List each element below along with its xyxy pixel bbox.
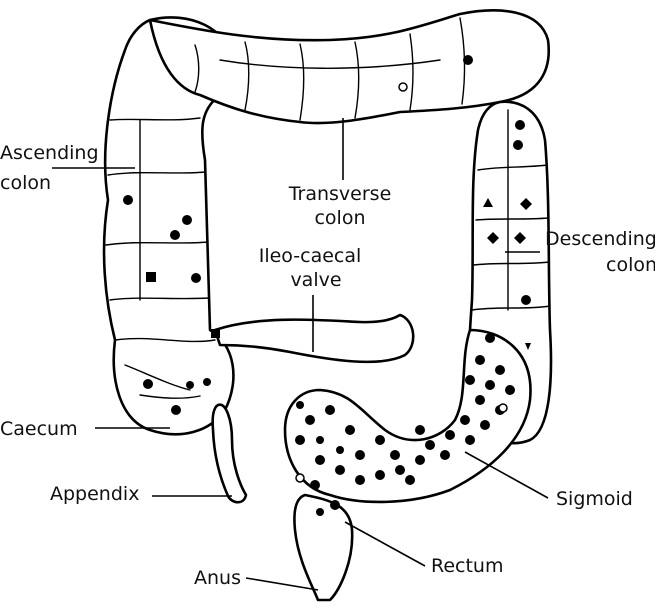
label-ascending-line1: Ascending bbox=[0, 142, 99, 164]
label-descending-line1: Descending bbox=[545, 228, 655, 250]
rectum-shape bbox=[293, 493, 354, 602]
labels: Ascending colon Transverse colon Ileo-ca… bbox=[0, 142, 655, 589]
transverse-colon-shape bbox=[148, 9, 551, 125]
sigmoid-colon-shape bbox=[283, 328, 532, 504]
ascending-colon-shape bbox=[102, 16, 235, 436]
label-transverse-line2: colon bbox=[314, 207, 365, 229]
leader-lines bbox=[52, 118, 549, 591]
label-ascending-line2: colon bbox=[0, 172, 51, 194]
label-transverse-line1: Transverse bbox=[288, 183, 392, 205]
colon-illustration bbox=[102, 9, 553, 602]
label-rectum: Rectum bbox=[431, 555, 503, 577]
label-ileo-line2: valve bbox=[290, 269, 341, 291]
label-ileo-line1: Ileo-caecal bbox=[259, 245, 362, 267]
ileum-shape bbox=[213, 313, 415, 364]
label-caecum: Caecum bbox=[0, 418, 78, 440]
label-sigmoid: Sigmoid bbox=[556, 488, 633, 510]
appendix-shape bbox=[211, 403, 248, 504]
label-descending-line2: colon bbox=[606, 254, 655, 276]
label-anus: Anus bbox=[194, 567, 241, 589]
label-appendix: Appendix bbox=[50, 483, 139, 505]
contents-dots bbox=[123, 55, 532, 516]
